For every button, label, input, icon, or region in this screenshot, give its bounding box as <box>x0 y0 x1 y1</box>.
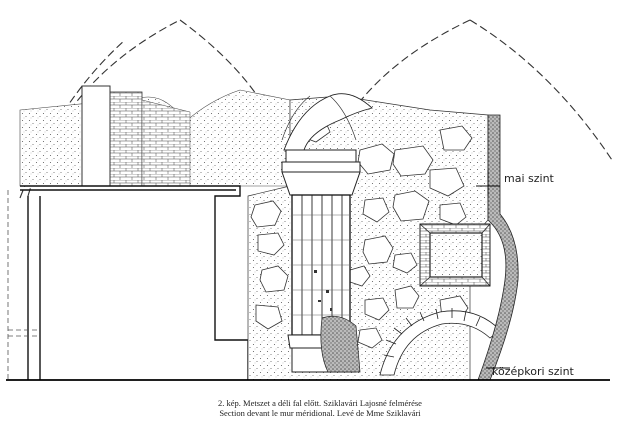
medieval-level-label: középkori szint <box>492 365 575 378</box>
central-pillar <box>281 93 373 373</box>
caption-line-2: Section devant le mur méridional. Levé d… <box>219 408 421 418</box>
level-markers <box>476 170 510 369</box>
current-level-label: mai szint <box>504 172 555 185</box>
section-outline <box>20 185 249 380</box>
window-opening <box>419 223 491 287</box>
left-wall <box>19 85 291 187</box>
left-pier <box>7 190 40 380</box>
caption-line-1: 2. kép. Metszet a déli fal előtt. Szikla… <box>218 398 422 408</box>
